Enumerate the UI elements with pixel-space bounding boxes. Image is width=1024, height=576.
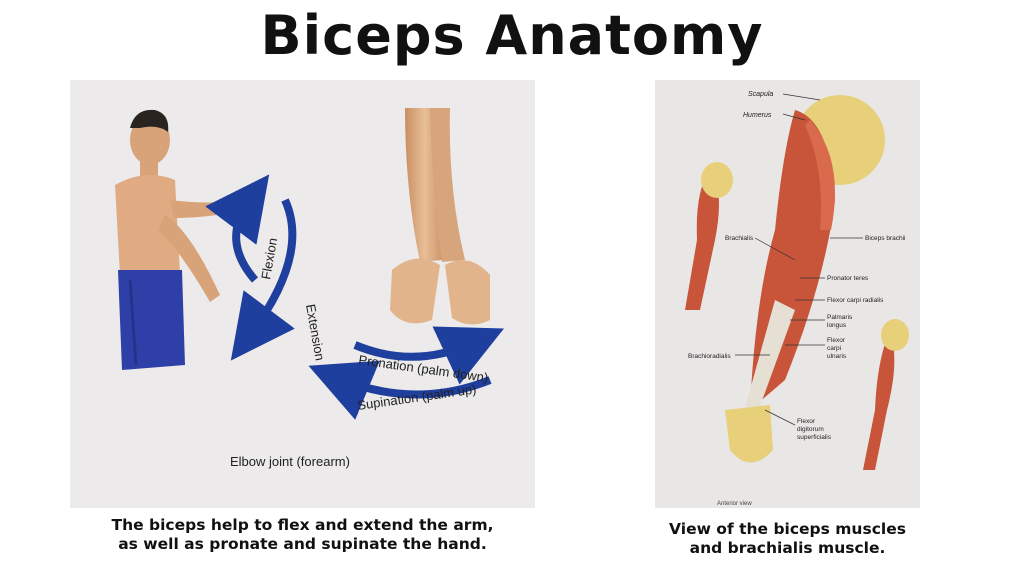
flexion-arrow [205, 174, 270, 283]
label-biceps-brachii: Biceps brachii [865, 235, 905, 242]
muscle-anatomy-figure: Scapula Humerus Brachialis Biceps brachi… [655, 80, 920, 508]
muscle-illustration: Scapula Humerus Brachialis Biceps brachi… [685, 91, 909, 507]
right-caption-line-2: and brachialis muscle. [689, 539, 886, 557]
label-pronator-teres: Pronator teres [827, 275, 869, 282]
left-caption: The biceps help to flex and extend the a… [70, 516, 535, 554]
label-carpi: carpi [827, 345, 841, 352]
man-figure [115, 109, 245, 370]
label-scapula: Scapula [748, 91, 773, 98]
label-brachialis: Brachialis [725, 235, 754, 242]
left-caption-line-1: The biceps help to flex and extend the a… [111, 516, 494, 534]
motion-illustration: Flexion Extension Pronation (palm down) … [115, 108, 505, 469]
small-arm-left [685, 170, 719, 310]
elbow-joint-label: Elbow joint (forearm) [230, 454, 350, 469]
page-title: Biceps Anatomy [260, 4, 764, 67]
extension-arrow [230, 198, 297, 361]
label-fds-2: digitorum [797, 426, 824, 433]
label-anterior-view: Anterior view [717, 501, 752, 507]
label-flexor-carpi-radialis: Flexor carpi radialis [827, 297, 884, 304]
label-humerus: Humerus [743, 112, 772, 119]
left-caption-line-2: as well as pronate and supinate the hand… [118, 535, 487, 553]
right-caption-line-1: View of the biceps muscles [669, 520, 906, 538]
label-palmaris: Palmaris [827, 314, 853, 321]
label-fds-3: superficialis [797, 434, 832, 441]
motion-figure: Flexion Extension Pronation (palm down) … [70, 80, 535, 508]
flexion-label: Flexion [258, 237, 280, 281]
label-brachioradialis: Brachioradialis [688, 353, 731, 360]
forearms-illustration [390, 108, 490, 325]
label-ulnaris: ulnaris [827, 353, 847, 360]
small-arm-right [863, 330, 895, 470]
supination-arrow [308, 360, 492, 420]
label-flexor: Flexor [827, 337, 846, 344]
label-longus: longus [827, 322, 847, 329]
hand-bones [725, 405, 773, 463]
pronation-arrow [353, 326, 505, 385]
right-caption: View of the biceps muscles and brachiali… [630, 520, 945, 558]
label-fds-1: Flexor [797, 418, 816, 425]
extension-label: Extension [303, 303, 328, 362]
